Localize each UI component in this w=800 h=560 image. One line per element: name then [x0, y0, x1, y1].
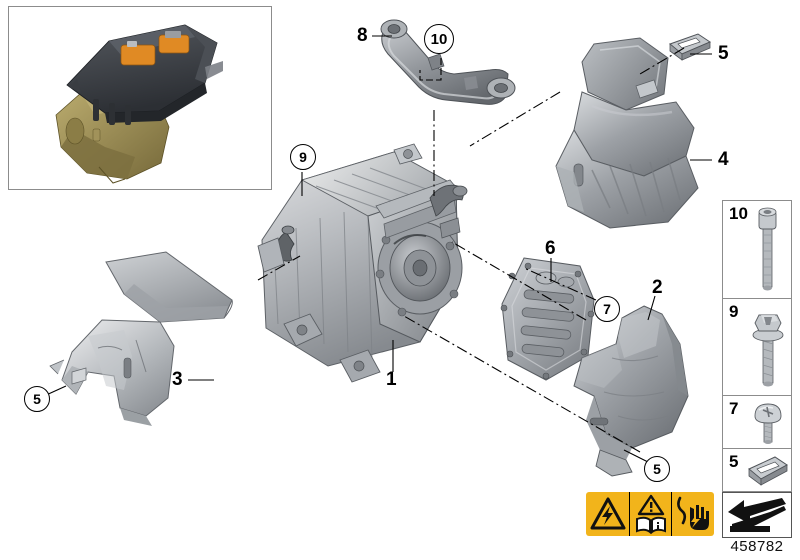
- housing-ribs: [315, 167, 435, 211]
- legend-number-7: 7: [729, 399, 739, 418]
- overview-inset-frame: [8, 6, 272, 190]
- legend-symbol-cell: [722, 492, 792, 538]
- callout-5-left-circle: 5: [24, 386, 50, 412]
- cover-ribs: [591, 157, 681, 217]
- coolant-port-elbow: [429, 184, 468, 217]
- callout-3-label: 3: [172, 369, 183, 390]
- fastener-legend: 10 9: [722, 200, 792, 492]
- legend-number-10: 10: [729, 204, 748, 223]
- part-4-cover-upper: [548, 36, 726, 232]
- electric-shock-hand-icon: [672, 492, 714, 536]
- high-voltage-icon: [586, 492, 630, 536]
- cover-clip-seat: [635, 79, 659, 99]
- read-manual-icon: [630, 492, 672, 536]
- callout-5-top-label: 5: [718, 43, 729, 64]
- legend-item-9: 9: [723, 299, 791, 396]
- shield-bottom-tab: [595, 449, 633, 477]
- part-3-heat-shield-left: [28, 248, 258, 428]
- callout-6-label: 6: [545, 238, 556, 259]
- part-2-heat-shield-right: [560, 300, 710, 478]
- callout-9-circle: 9: [290, 144, 316, 170]
- part-5-clip-top: [666, 32, 712, 64]
- electric-machine-assembly: [244, 128, 524, 388]
- plate-boss: [535, 271, 557, 285]
- pan-head-screw-icon: [754, 403, 782, 444]
- overview-inset-illustration: [55, 24, 223, 184]
- sheet-metal-clip-icon: [748, 456, 788, 486]
- callout-10-circle: 10: [424, 24, 454, 54]
- callout-1-label: 1: [386, 369, 397, 390]
- callout-8-label: 8: [357, 25, 368, 46]
- inset-orange-connector-a: [120, 44, 156, 66]
- part-number-label: 458782: [730, 538, 784, 555]
- shield-clip-slot: [589, 417, 609, 426]
- legend-item-5: 5: [723, 449, 791, 491]
- legend-number-9: 9: [729, 302, 739, 321]
- flange-hex-bolt-icon: [752, 314, 784, 387]
- legend-item-7: 7: [723, 396, 791, 449]
- callout-5-bottom-circle: 5: [644, 456, 670, 482]
- wedge-arrow-symbol-icon: [728, 498, 786, 532]
- legend-number-5: 5: [729, 452, 739, 471]
- callout-4-label: 4: [718, 149, 729, 170]
- callout-2-label: 2: [652, 277, 663, 298]
- high-voltage-hazard-panel: [586, 492, 714, 536]
- socket-head-bolt-long-icon: [758, 207, 777, 291]
- callout-7-circle: 7: [594, 296, 620, 322]
- shield-slot: [123, 357, 132, 379]
- clip-seat: [71, 367, 87, 385]
- legend-item-10: 10: [723, 201, 791, 299]
